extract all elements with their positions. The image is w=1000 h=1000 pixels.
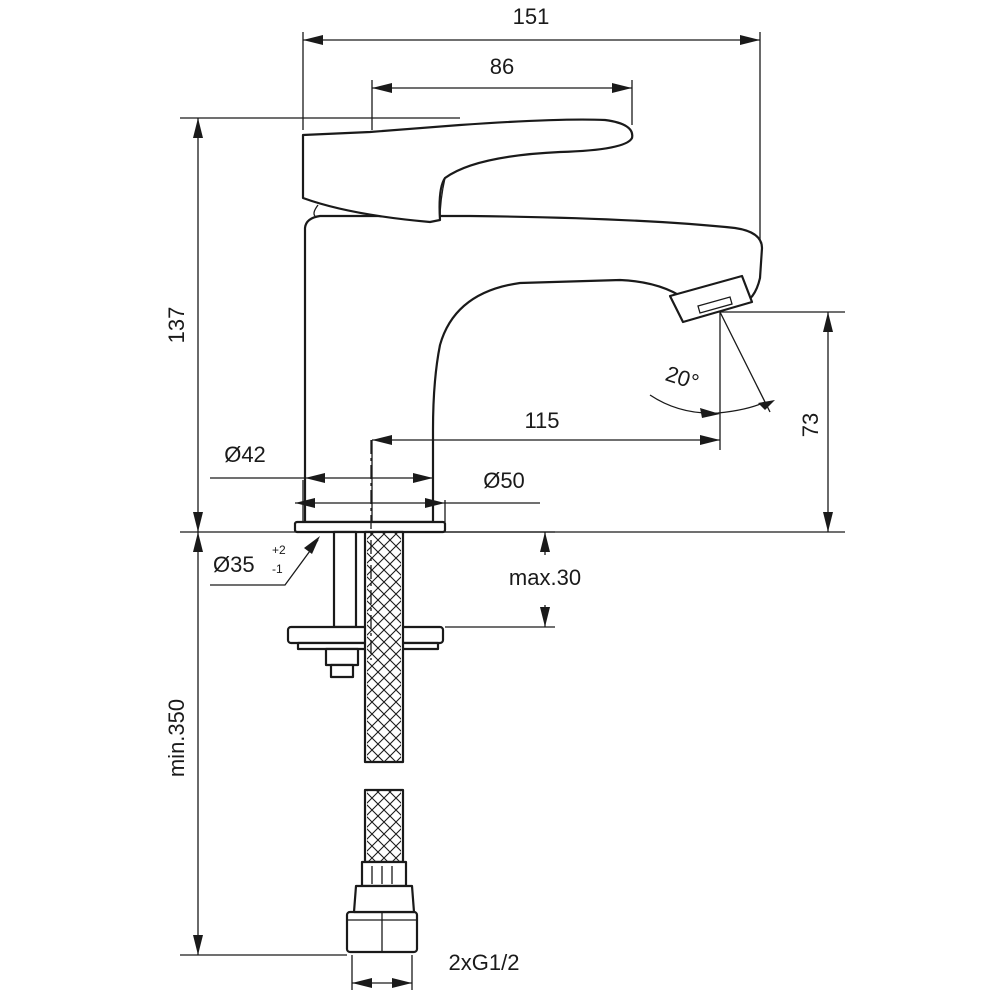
dimension-lines [193,35,833,988]
dim-spout-height: 73 [798,413,823,437]
dim-spout-reach: 115 [524,408,559,433]
dim-height: 137 [164,307,189,344]
faucet-base [286,520,447,954]
dim-hole-tolerance-lower: -1 [272,562,283,576]
dim-overall-width: 151 [513,4,550,29]
dim-base-diameter: Ø50 [483,468,525,493]
handle-lever [301,118,634,224]
dim-body-diameter: Ø42 [224,442,266,467]
dim-hole-diameter: Ø35 [213,552,255,577]
extension-lines [180,32,845,990]
aerator [668,274,754,324]
dim-spout-angle: 20° [663,361,702,395]
dim-hole-tolerance-upper: +2 [272,543,286,557]
fixing-stud [332,530,358,629]
dim-min-hose-length: min.350 [164,699,189,777]
faucet-body [301,118,764,524]
dim-max-thickness: max.30 [509,565,581,590]
dim-connection: 2xG1/2 [449,950,520,975]
dim-handle-width: 86 [490,54,514,79]
fixing-nut [324,647,360,667]
